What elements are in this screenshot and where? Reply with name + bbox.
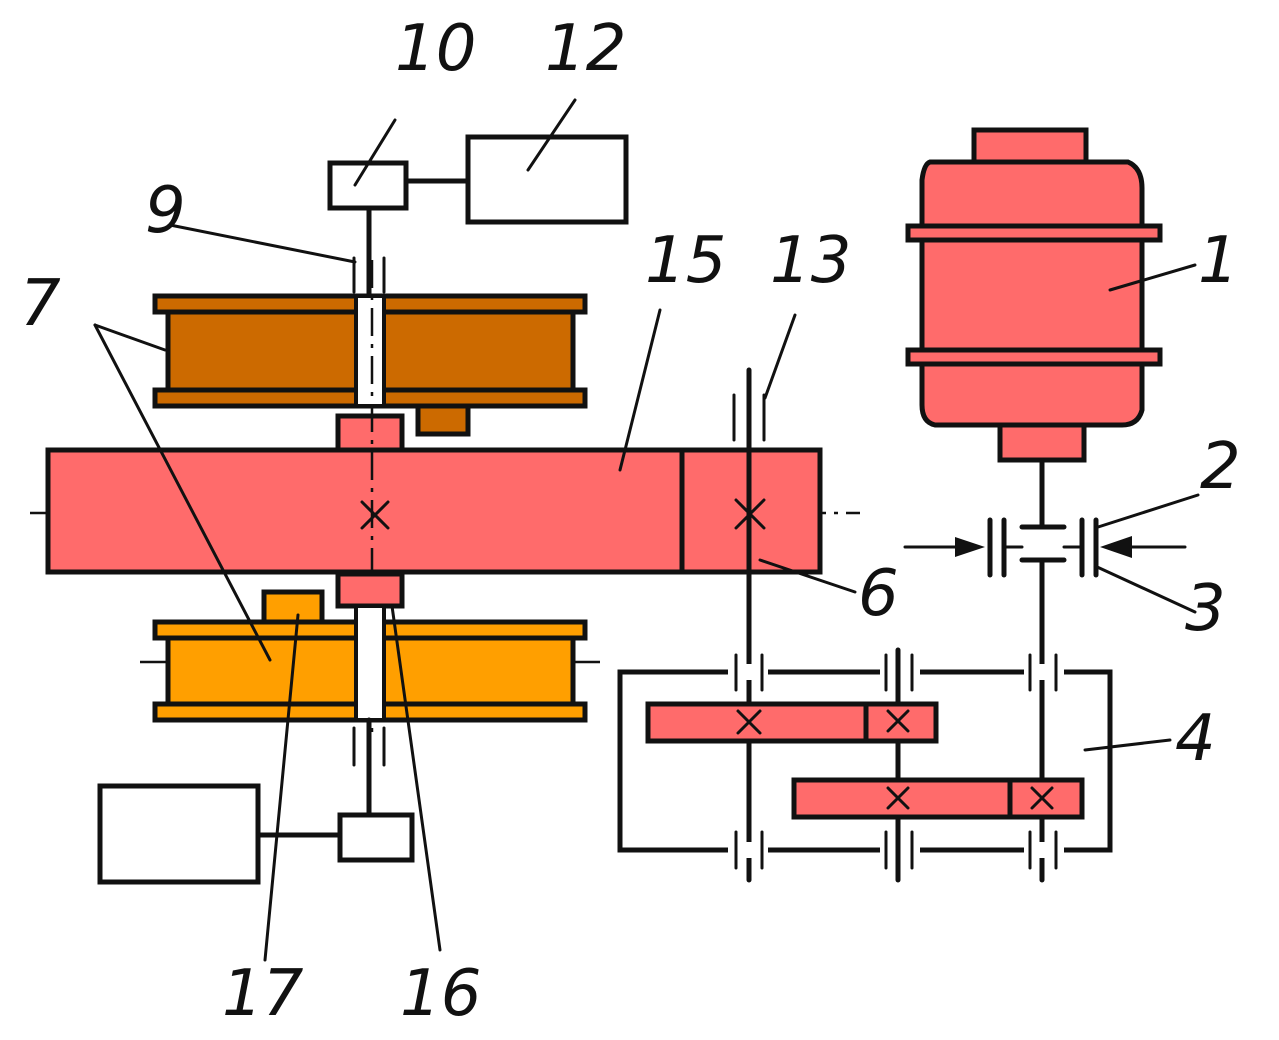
motor-top-cap [971, 127, 1089, 165]
leader-lines [93, 98, 1200, 962]
main-gear-15 [45, 447, 823, 575]
motor-rib-top [905, 223, 1163, 243]
label-10: 10 [395, 12, 476, 86]
label-12: 12 [545, 12, 626, 86]
gearbox-lower-gear-pair [791, 777, 1085, 820]
motor-bottom-cap [997, 422, 1087, 463]
label-2: 2 [1200, 430, 1241, 504]
label-13: 13 [770, 224, 851, 298]
upper-drum-shaft [354, 294, 386, 408]
label-15: 15 [645, 224, 726, 298]
upper-gear [335, 413, 405, 455]
label-4: 4 [1175, 702, 1216, 776]
label-16: 16 [400, 957, 481, 1031]
label-3: 3 [1185, 572, 1226, 646]
sensor-box-10 [327, 160, 409, 211]
lower-drum-pinion-17 [261, 589, 325, 625]
gearbox-upper-gear-pair [645, 701, 939, 744]
label-17: 17 [222, 957, 304, 1031]
sensor-box-lower [337, 812, 415, 863]
lower-gear-16 [335, 571, 405, 609]
gearbox-4-housing [617, 669, 1113, 853]
gearbox-bearings [734, 653, 1058, 870]
control-box-12 [465, 134, 629, 225]
lower-drum-shaft [354, 604, 386, 722]
label-1: 1 [1198, 224, 1239, 298]
motor-rib-bottom [905, 347, 1163, 367]
control-box-lower [97, 783, 261, 885]
label-9: 9 [145, 174, 186, 248]
motor-1 [919, 159, 1145, 428]
label-6: 6 [858, 557, 899, 631]
label-7: 7 [20, 267, 61, 341]
upper-drum-pinion [415, 403, 471, 437]
